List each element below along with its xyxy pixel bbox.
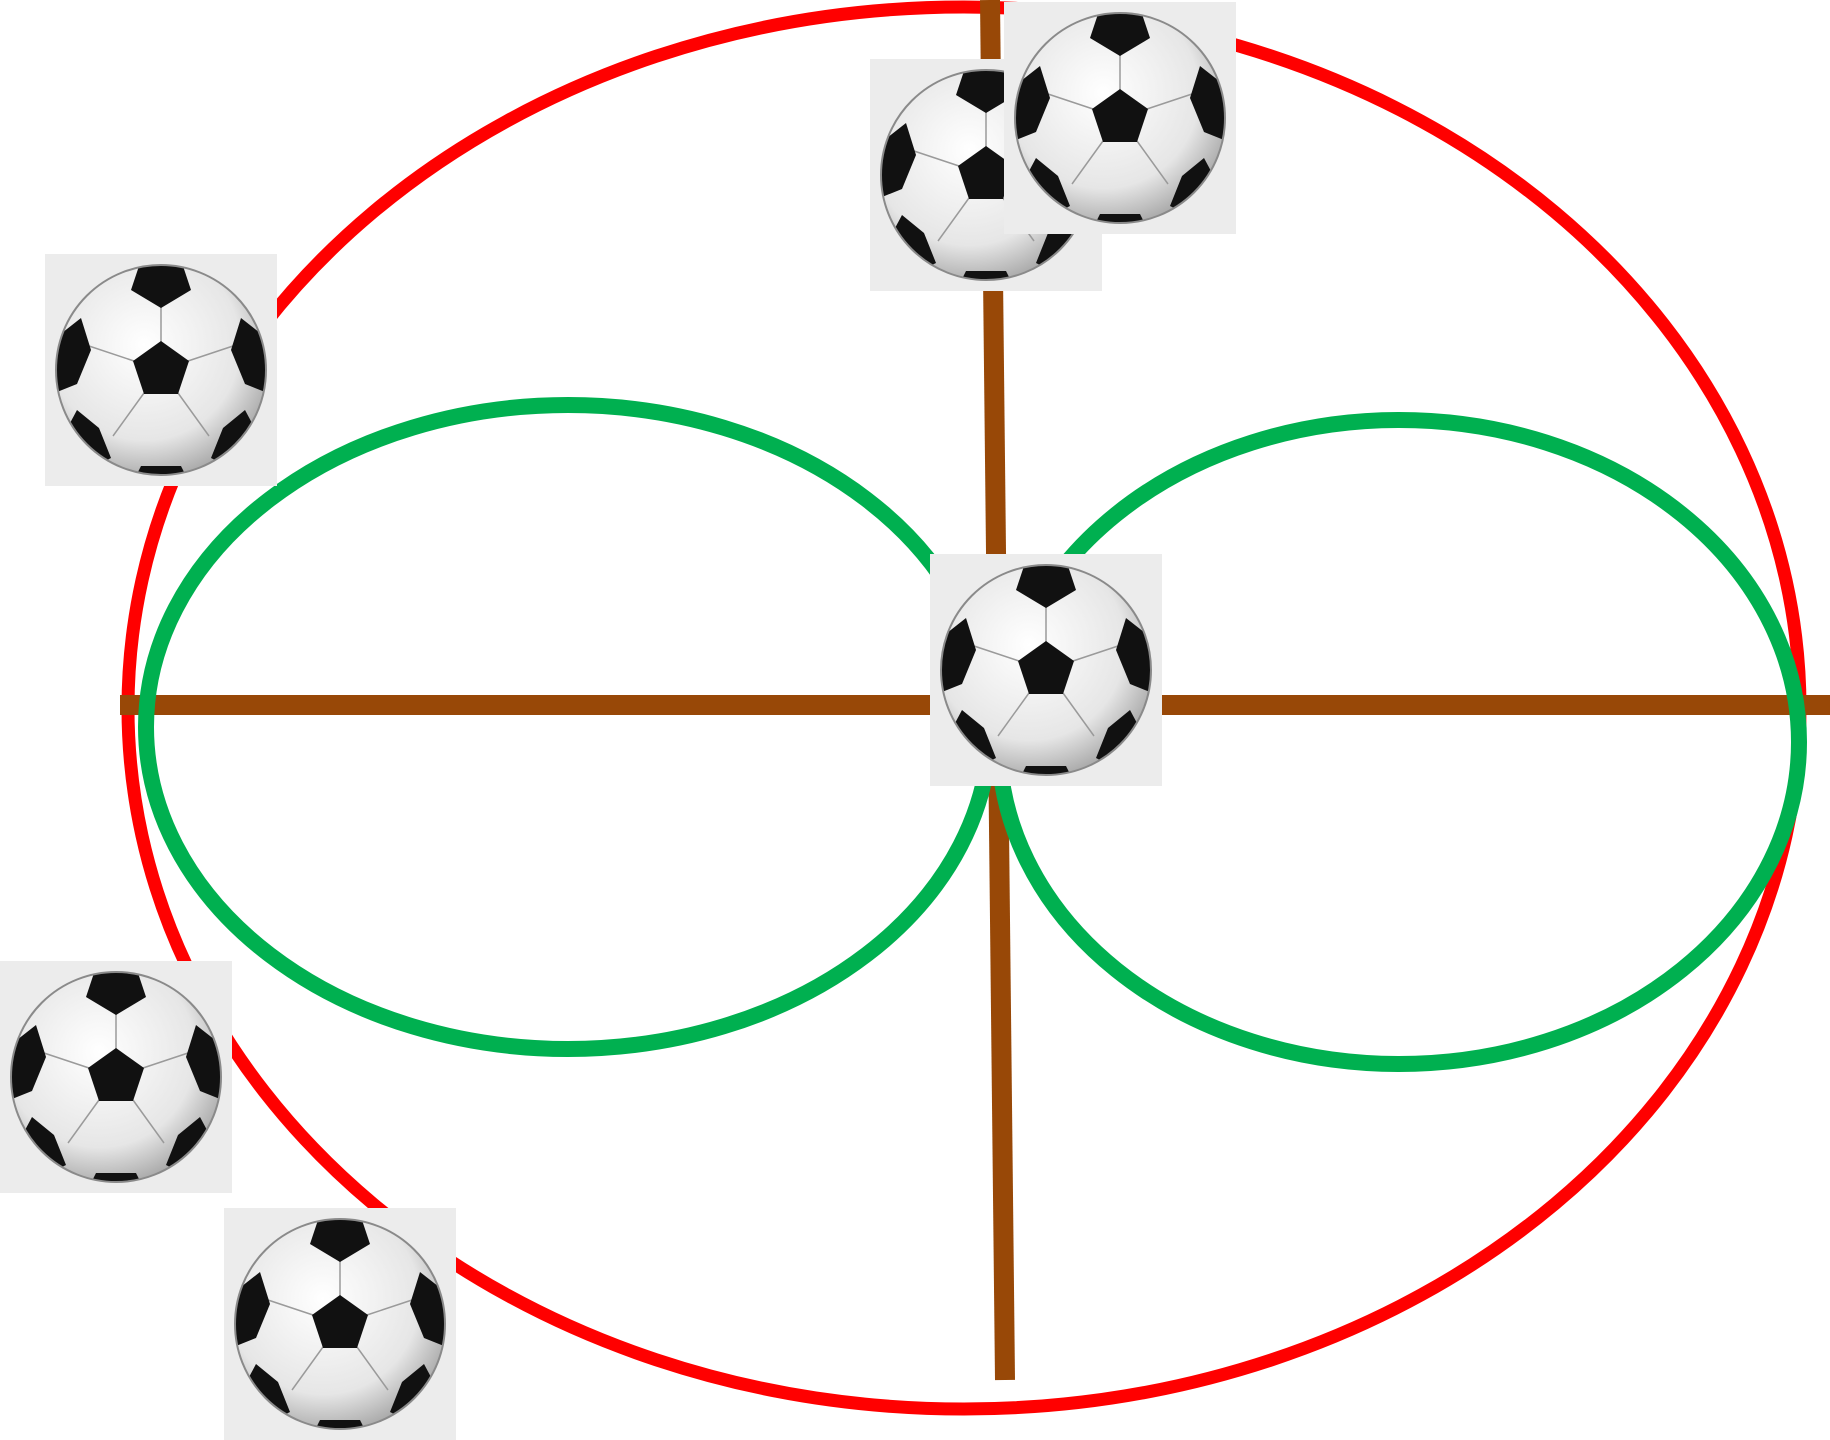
soccer-ball-top-left xyxy=(45,254,277,486)
soccer-ball-icon xyxy=(930,554,1162,786)
soccer-ball-icon xyxy=(0,961,232,1193)
soccer-ball-bottom xyxy=(224,1208,456,1440)
left-inner-ring xyxy=(146,405,990,1049)
soccer-ball-bottom-left xyxy=(0,961,232,1193)
soccer-ball-icon xyxy=(45,254,277,486)
soccer-ball-top-center-front xyxy=(1004,2,1236,234)
soccer-ball-center xyxy=(930,554,1162,786)
soccer-ball-icon xyxy=(224,1208,456,1440)
soccer-ball-icon xyxy=(1004,2,1236,234)
